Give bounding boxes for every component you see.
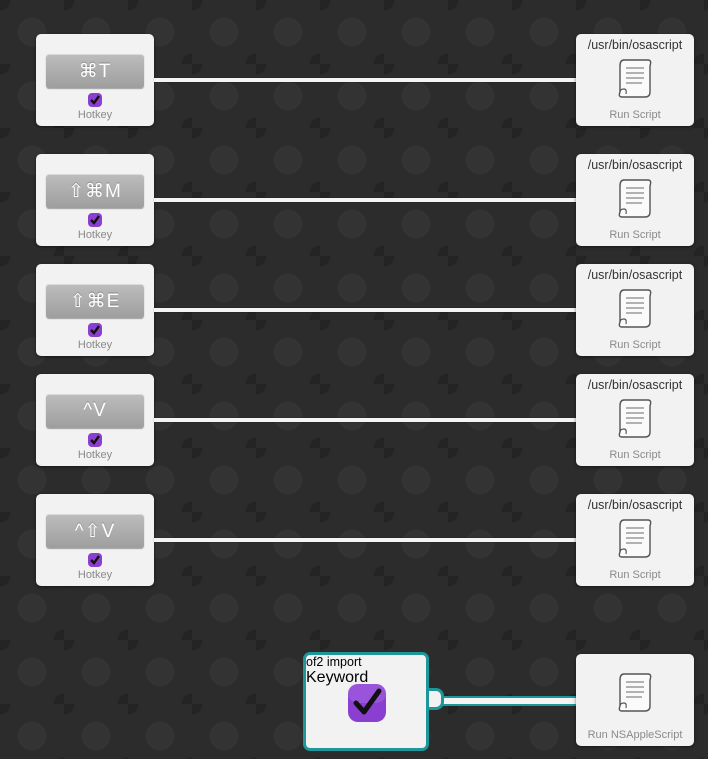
keyword-title: of2 import	[306, 655, 362, 669]
hotkey-keycap: ^V	[46, 394, 144, 428]
run-nsapplescript-caption: Run NSAppleScript	[587, 729, 683, 741]
omnifocus-icon	[88, 93, 102, 107]
run-script-caption: Run Script	[609, 449, 661, 461]
keyword-caption: Keyword	[306, 669, 369, 686]
hotkey-keycap: ⇧⌘M	[46, 174, 144, 208]
hotkey-node[interactable]: ⇧⌘E Hotkey	[36, 264, 154, 356]
hotkey-caption: Hotkey	[77, 229, 113, 241]
run-script-node[interactable]: /usr/bin/osascript Run Script	[576, 154, 694, 246]
hotkey-caption: Hotkey	[77, 569, 113, 581]
connection-line[interactable]	[154, 418, 578, 422]
run-script-caption: Run Script	[609, 339, 661, 351]
hotkey-keycap: ⌘T	[46, 54, 144, 88]
selected-connection-line[interactable]	[442, 696, 578, 706]
script-path: /usr/bin/osascript	[587, 158, 683, 172]
script-scroll-icon	[618, 179, 652, 218]
hotkey-keycap: ^⇧V	[46, 514, 144, 548]
connection-line[interactable]	[154, 198, 578, 202]
script-scroll-icon	[618, 59, 652, 98]
connection-line[interactable]	[154, 308, 578, 312]
run-nsapplescript-node[interactable]: Run NSAppleScript	[576, 654, 694, 746]
omnifocus-icon	[88, 323, 102, 337]
omnifocus-icon	[88, 213, 102, 227]
hotkey-node[interactable]: ⇧⌘M Hotkey	[36, 154, 154, 246]
hotkey-node[interactable]: ⌘T Hotkey	[36, 34, 154, 126]
script-path: /usr/bin/osascript	[587, 498, 683, 512]
run-script-node[interactable]: /usr/bin/osascript Run Script	[576, 34, 694, 126]
omnifocus-checkmark-icon	[348, 684, 386, 722]
hotkey-caption: Hotkey	[77, 339, 113, 351]
run-script-node[interactable]: /usr/bin/osascript Run Script	[576, 374, 694, 466]
run-script-caption: Run Script	[609, 109, 661, 121]
hotkey-keycap: ⇧⌘E	[46, 284, 144, 318]
script-path: /usr/bin/osascript	[587, 38, 683, 52]
output-connector[interactable]	[424, 688, 444, 710]
connection-line[interactable]	[154, 538, 578, 542]
hotkey-caption: Hotkey	[77, 109, 113, 121]
script-path: /usr/bin/osascript	[587, 268, 683, 282]
run-script-caption: Run Script	[609, 569, 661, 581]
hotkey-node[interactable]: ^V Hotkey	[36, 374, 154, 466]
script-scroll-icon	[618, 289, 652, 328]
omnifocus-icon	[88, 433, 102, 447]
run-script-node[interactable]: /usr/bin/osascript Run Script	[576, 494, 694, 586]
script-scroll-icon	[618, 519, 652, 558]
script-scroll-icon	[618, 673, 652, 712]
script-scroll-icon	[618, 399, 652, 438]
omnifocus-icon	[88, 553, 102, 567]
script-path: /usr/bin/osascript	[587, 378, 683, 392]
hotkey-node[interactable]: ^⇧V Hotkey	[36, 494, 154, 586]
keyword-node[interactable]: of2 import Keyword	[303, 652, 429, 751]
hotkey-caption: Hotkey	[77, 449, 113, 461]
run-script-caption: Run Script	[609, 229, 661, 241]
connection-line[interactable]	[154, 78, 578, 82]
run-script-node[interactable]: /usr/bin/osascript Run Script	[576, 264, 694, 356]
